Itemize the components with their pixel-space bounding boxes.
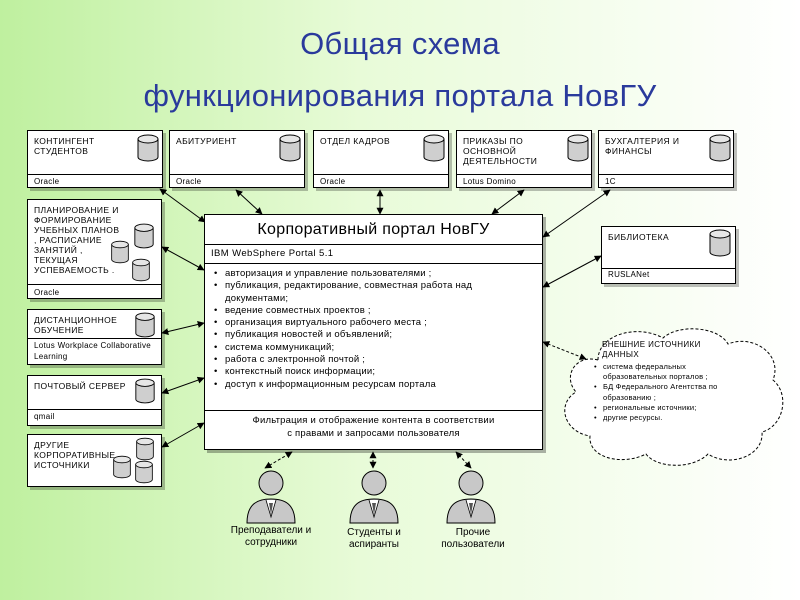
box-finance-platform: 1С [605, 177, 616, 186]
arrow-finance [542, 189, 611, 238]
arrow-user3 [455, 451, 472, 469]
database-icon [135, 378, 155, 404]
box-orders-platform: Lotus Domino [463, 177, 516, 186]
box-library-title: БИБЛИОТЕКА [602, 227, 735, 269]
database-icon [137, 134, 159, 162]
arrow-planning [161, 246, 205, 271]
box-distance-title: ДИСТАНЦИОННОЕ ОБУЧЕНИЕ [28, 310, 161, 339]
user-icon [349, 470, 399, 524]
page-title-line2: функционирования портала НовГУ [143, 78, 657, 113]
box-other-title: ДРУГИЕ КОРПОРАТИВНЫЕ ИСТОЧНИКИ [34, 440, 116, 470]
database-icon [709, 229, 731, 257]
list-item: авторизация и управление пользователями … [214, 268, 536, 281]
database-icon [135, 460, 153, 484]
box-applicant-platform: Oracle [176, 177, 202, 186]
box-contingent-platform: Oracle [34, 177, 60, 186]
arrow-mail [161, 376, 205, 395]
external-sources-list: система федеральных образовательных порт… [594, 362, 744, 423]
portal-filter-line2: с правами и запросами пользователя [287, 428, 460, 439]
portal-box: Корпоративный портал НовГУ IBM WebSphere… [204, 214, 543, 450]
list-item: публикация новостей и объявлений; [214, 329, 536, 342]
box-applicant-title: АБИТУРИЕНТ [170, 131, 304, 175]
list-item: региональные источники; [594, 403, 744, 413]
page-title-line1: Общая схема [300, 26, 500, 61]
box-distance-platform: Lotus Workplace Collaborative Learning [34, 341, 152, 361]
database-icon [709, 134, 731, 162]
list-item: БД Федерального Агентства по образованию… [594, 382, 744, 402]
user-icon [246, 470, 296, 524]
list-item: организация виртуального рабочего места … [214, 317, 536, 330]
database-icon [134, 223, 154, 249]
box-library-platform: RUSLANet [608, 270, 650, 279]
box-finance-title: БУХГАЛТЕРИЯ И ФИНАНСЫ [599, 131, 733, 175]
arrow-contingent [159, 188, 206, 223]
list-item: система коммуникаций; [214, 342, 536, 355]
box-planning: ПЛАНИРОВАНИЕ И ФОРМИРОВАНИЕ УЧЕБНЫХ ПЛАН… [27, 199, 162, 299]
box-mail-title: ПОЧТОВЫЙ СЕРВЕР [28, 376, 161, 410]
database-icon [136, 437, 154, 461]
box-orders-title: ПРИКАЗЫ ПО ОСНОВНОЙ ДЕЯТЕЛЬНОСТИ [457, 131, 591, 175]
database-icon [135, 312, 155, 338]
arrow-distance [161, 321, 205, 335]
portal-platform: IBM WebSphere Portal 5.1 [205, 244, 542, 264]
arrow-library [542, 255, 602, 288]
arrow-other [161, 422, 205, 448]
list-item: контекстный поиск информации; [214, 366, 536, 379]
box-contingent-title: КОНТИНГЕНТ СТУДЕНТОВ [28, 131, 162, 175]
list-item: система федеральных образовательных порт… [594, 362, 744, 382]
external-sources-title: ВНЕШНИЕ ИСТОЧНИКИ ДАННЫХ [602, 340, 701, 359]
user-icon [446, 470, 496, 524]
portal-features: авторизация и управление пользователями … [205, 264, 542, 411]
list-item: ведение совместных проектов ; [214, 305, 536, 318]
portal-filter-line1: Фильтрация и отображение контента в соот… [252, 415, 495, 426]
portal-title: Корпоративный портал НовГУ [257, 221, 490, 238]
arrow-applicant [235, 189, 263, 215]
portal-filter: Фильтрация и отображение контента в соот… [205, 414, 542, 440]
box-hr-platform: Oracle [320, 177, 346, 186]
database-icon [279, 134, 301, 162]
database-icon [111, 240, 129, 264]
box-planning-platform: Oracle [34, 288, 60, 297]
list-item: работа с электронной почтой ; [214, 354, 536, 367]
list-item: доступ к информационным ресурсам портала [214, 379, 536, 392]
box-planning-title: ПЛАНИРОВАНИЕ И ФОРМИРОВАНИЕ УЧЕБНЫХ ПЛАН… [28, 200, 161, 285]
arrow-orders [491, 189, 525, 215]
arrow-external [542, 341, 587, 360]
database-icon [113, 455, 131, 479]
list-item: другие ресурсы. [594, 413, 744, 423]
list-item: публикация, редактирование, совместная р… [214, 280, 536, 305]
database-icon [567, 134, 589, 162]
database-icon [132, 258, 150, 282]
database-icon [423, 134, 445, 162]
user-label-students: Студенты и аспиранты [347, 527, 401, 550]
box-mail-platform: qmail [34, 412, 55, 421]
arrow-user1 [264, 451, 293, 469]
box-hr-title: ОТДЕЛ КАДРОВ [314, 131, 448, 175]
user-label-staff: Преподаватели и сотрудники [230, 525, 312, 548]
user-label-others: Прочие пользователи [441, 527, 505, 550]
